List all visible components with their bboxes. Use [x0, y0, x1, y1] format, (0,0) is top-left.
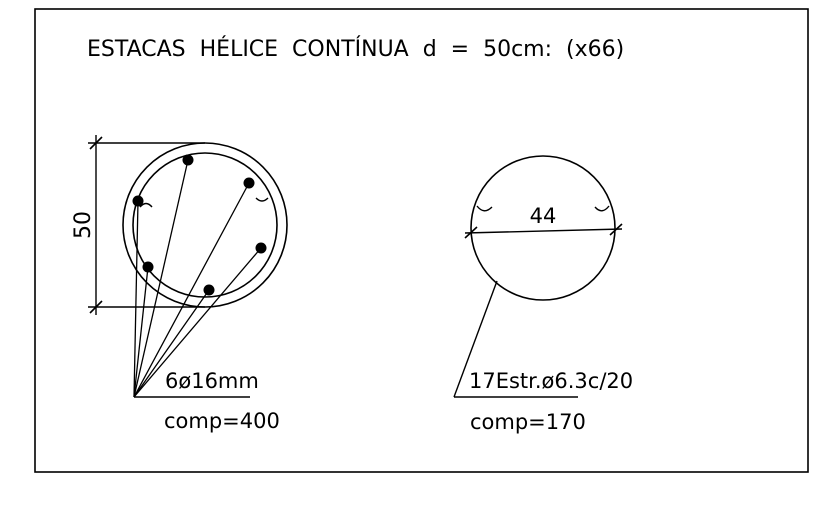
- stirrup-length-label: comp=170: [470, 410, 586, 434]
- stirrup-dimension-tick-left: [464, 226, 478, 239]
- rebar-leader-line-6: [133, 289, 210, 398]
- stirrup-spec-label: 17Estr.ø6.3c/20: [469, 369, 633, 393]
- drawing-frame: [34, 8, 809, 473]
- rebar-leader-line-1: [133, 159, 189, 398]
- stirrup-width-label: 44: [530, 204, 557, 228]
- dimension-tick-top: [89, 136, 103, 150]
- rebar-group: [132, 154, 267, 398]
- stirrup-leader-line: [453, 280, 498, 398]
- pile-cross-section: [122, 142, 288, 308]
- bar-length-label: comp=400: [164, 409, 280, 433]
- bar-spec-label: 6ø16mm: [165, 369, 259, 393]
- stirrup-hook-right: [255, 197, 269, 202]
- rebar-2: [243, 177, 255, 189]
- stirrup-detail-hook-right: [594, 205, 610, 212]
- pile-inner-circle: [132, 152, 278, 298]
- rebar-5: [142, 261, 154, 273]
- stirrup-dimension-tick-right: [609, 223, 623, 236]
- stirrup-circle: [470, 155, 616, 301]
- rebar-leader-line-3: [133, 200, 139, 398]
- drawing-title: ESTACAS HÉLICE CONTÍNUA d = 50cm: (x66): [87, 36, 624, 62]
- stirrup-detail-hook-left: [476, 205, 493, 212]
- pile-outer-circle: [122, 142, 288, 308]
- rebar-1: [182, 154, 194, 166]
- pile-diameter-label: 50: [71, 211, 96, 239]
- rebar-6: [203, 284, 215, 296]
- stirrup-width-dimension-line: [464, 228, 623, 234]
- rebar-4: [255, 242, 267, 254]
- rebar-leader-line-2: [133, 182, 250, 398]
- stirrup-detail: 44: [464, 155, 623, 301]
- pile-dimension-line: 50: [71, 135, 205, 315]
- dimension-tick-bottom: [89, 300, 103, 314]
- stirrup-hook-left: [139, 202, 153, 208]
- rebar-leader-line-4: [133, 247, 262, 398]
- rebar-leader-line-5: [133, 266, 149, 398]
- rebar-3: [132, 195, 144, 207]
